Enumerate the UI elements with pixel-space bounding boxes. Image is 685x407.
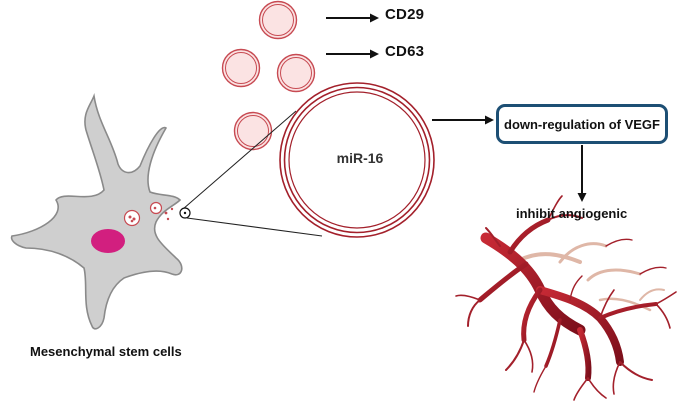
marker-label-cd63: CD63 [385,43,425,60]
mesenchymal-cell [10,92,191,330]
exosome-large [279,82,435,238]
exosome-small-3 [276,53,316,93]
cell-type-label: Mesenchymal stem cells [30,344,182,359]
exosome-small-4 [233,111,273,151]
zoom-line-top [182,110,297,210]
vegf-downregulation-box: down-regulation of VEGF [496,104,668,144]
vegf-downregulation-label: down-regulation of VEGF [504,116,660,132]
blood-vessel-illustration [455,195,677,401]
nucleus [91,229,125,253]
exosome-small-2 [221,48,261,88]
marker-label-cd29: CD29 [385,6,425,23]
exosome-cargo-label: miR-16 [336,150,384,166]
angiogenesis-inhibition-label: inhibit angiogenic [516,206,628,221]
zoom-line-bottom [186,217,323,237]
exosome-small-1 [258,0,298,40]
